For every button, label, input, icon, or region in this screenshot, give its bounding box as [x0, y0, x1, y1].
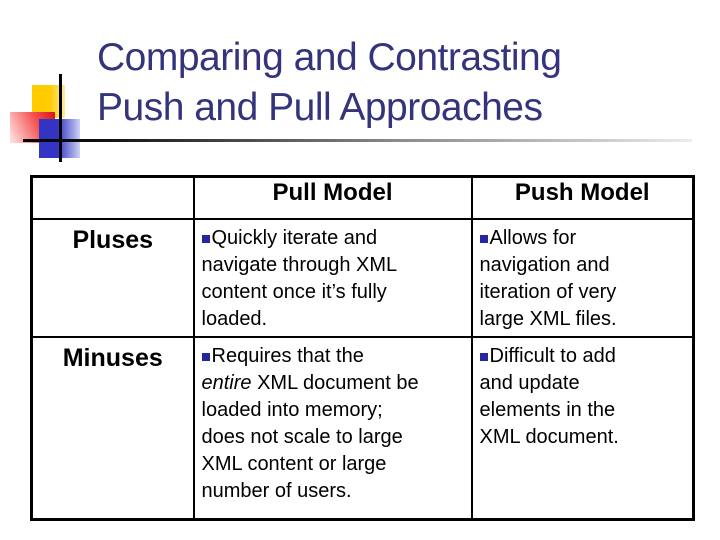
title-line-1: Comparing and Contrasting — [97, 36, 562, 79]
minuses-pull-text-pre: Requires that the — [211, 344, 364, 367]
cell-pluses-pull: Quickly iterate and navigate through XML… — [192, 217, 473, 338]
row-label-pluses: Pluses — [30, 217, 195, 338]
table-header-row: Pull Model Push Model — [30, 175, 695, 220]
minuses-push-text: Difficult to add and update elements in … — [479, 344, 619, 448]
cell-minuses-push: Difficult to add and update elements in … — [470, 335, 695, 521]
header-cell-empty — [30, 175, 195, 220]
cell-pluses-push: Allows for navigation and iteration of v… — [470, 217, 695, 338]
comparison-table: Pull Model Push Model Pluses Quickly ite… — [30, 175, 695, 521]
decor-vertical-line — [59, 74, 62, 162]
table-row-minuses: Minuses Requires that the entire XML doc… — [30, 335, 695, 521]
title-underline-rule — [23, 139, 692, 142]
title-line-2: Push and Pull Approaches — [97, 86, 543, 129]
pluses-pull-text: Quickly iterate and navigate through XML… — [201, 226, 398, 330]
bullet-square-icon — [201, 352, 210, 361]
row-label-minuses: Minuses — [30, 335, 195, 521]
header-cell-pull-model: Pull Model — [192, 175, 473, 220]
minuses-pull-text-italic: entire — [201, 371, 252, 394]
header-cell-push-model: Push Model — [470, 175, 695, 220]
slide-title: Comparing and Contrasting Push and Pull … — [97, 33, 562, 133]
minuses-pull-text-post: XML document be loaded into memory; does… — [201, 371, 419, 502]
pluses-push-text: Allows for navigation and iteration of v… — [479, 226, 617, 330]
cell-minuses-pull: Requires that the entire XML document be… — [192, 335, 473, 521]
bullet-square-icon — [479, 352, 488, 361]
bullet-square-icon — [479, 234, 488, 243]
bullet-square-icon — [201, 234, 210, 243]
table-row-pluses: Pluses Quickly iterate and navigate thro… — [30, 217, 695, 338]
